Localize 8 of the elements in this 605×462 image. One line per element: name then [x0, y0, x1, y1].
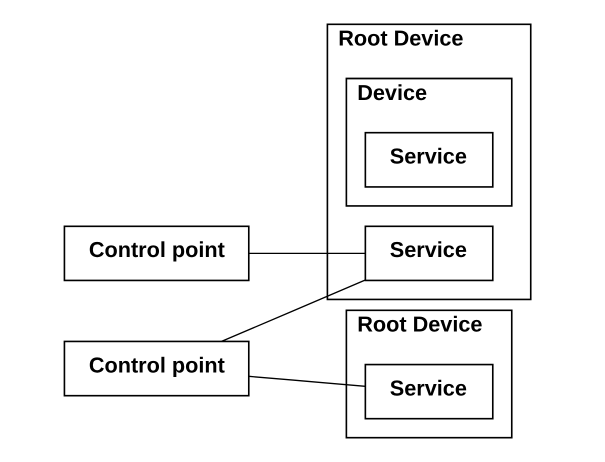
node-box: Service: [364, 364, 494, 420]
connector: [248, 376, 365, 387]
connector: [248, 252, 365, 254]
node-box: Control point: [63, 225, 250, 282]
node-box: Service: [364, 225, 494, 282]
node-box: Control point: [63, 340, 250, 397]
connector: [220, 280, 365, 342]
node-box: Service: [364, 132, 494, 188]
